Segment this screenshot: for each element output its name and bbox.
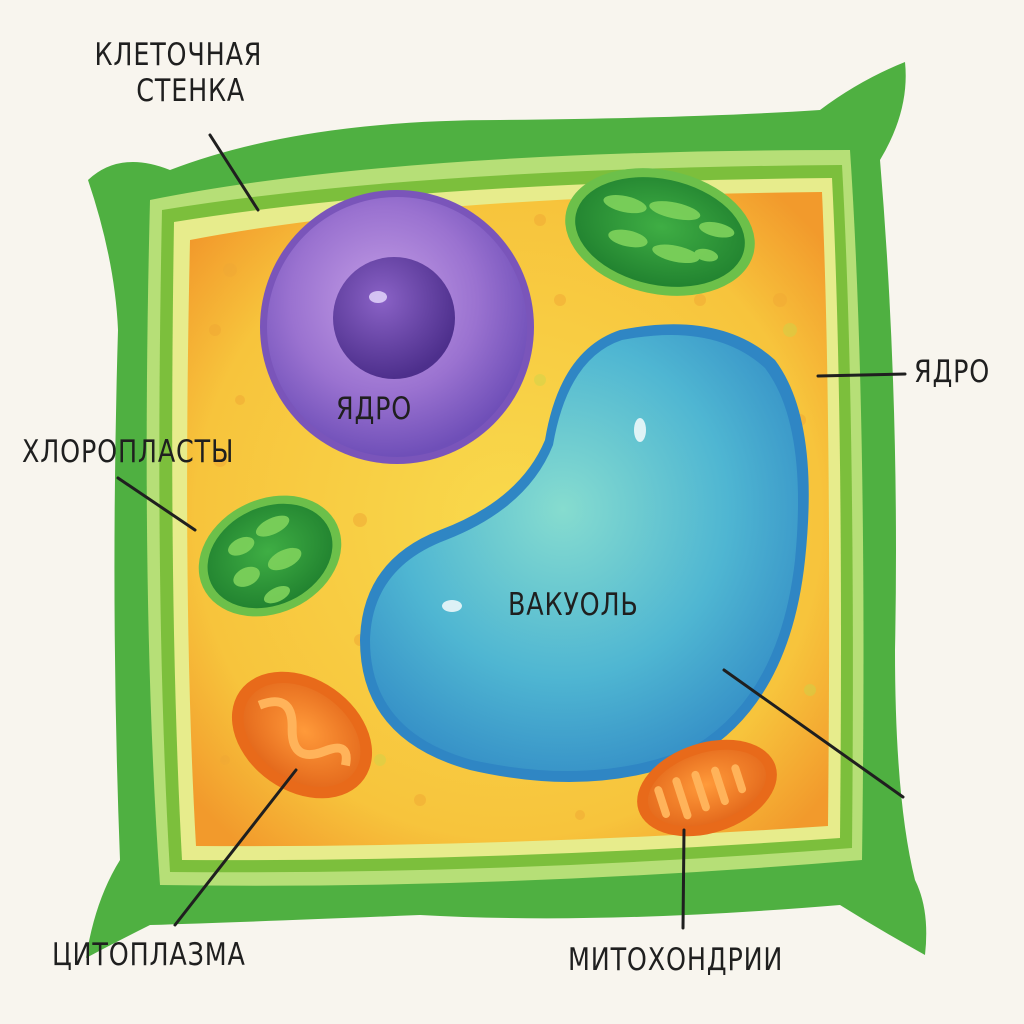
leader-mitochondria (681, 828, 686, 930)
label-mitochondria: МИТОХОНДРИИ (568, 942, 784, 978)
label-chloroplasts: ХЛОРОПЛАСТЫ (22, 434, 235, 470)
nucleus (260, 190, 534, 464)
leader-nucleus-right (816, 372, 907, 378)
label-nucleus-inside: ЯДРО (336, 391, 413, 427)
mitochondrion-left (231, 671, 373, 799)
label-cytoplasm: ЦИТОПЛАЗМА (52, 937, 246, 973)
leader-vacuole (722, 668, 905, 799)
leader-cytoplasm (173, 768, 298, 927)
mitochondrion-right (637, 739, 777, 837)
nucleolus (333, 257, 455, 379)
vacuole (360, 324, 809, 782)
leader-lines (116, 133, 907, 930)
label-cell-wall: КЛЕТОЧНАЯ СТЕНКА (80, 37, 277, 109)
chloroplast-left (198, 495, 342, 617)
label-cell-wall-line2: СТЕНКА (136, 72, 246, 109)
chloroplast-top (565, 168, 755, 296)
label-nucleus-right: ЯДРО (914, 354, 991, 390)
leader-chloroplasts (116, 476, 197, 532)
leader-cell-wall (208, 133, 260, 212)
label-cell-wall-line1: КЛЕТОЧНАЯ (94, 37, 263, 73)
label-vacuole: ВАКУОЛЬ (508, 587, 639, 623)
